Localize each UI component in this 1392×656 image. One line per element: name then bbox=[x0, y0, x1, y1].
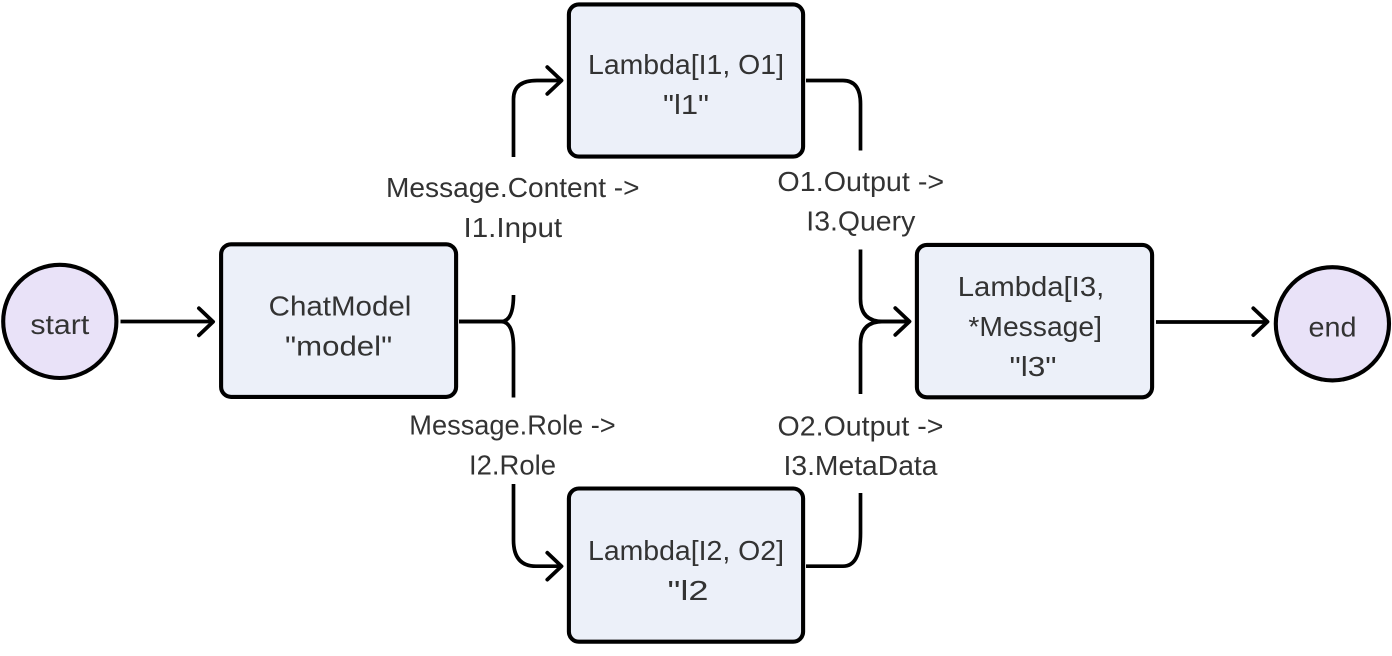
svg-text:"l3": "l3" bbox=[1010, 351, 1057, 382]
svg-text:"l1": "l1" bbox=[663, 89, 709, 120]
svg-text:I1.Input: I1.Input bbox=[464, 212, 563, 243]
svg-text:I3.Query: I3.Query bbox=[806, 206, 915, 237]
svg-text:O2.Output ->: O2.Output -> bbox=[778, 410, 944, 441]
svg-text:Message.Content ->: Message.Content -> bbox=[386, 172, 640, 203]
svg-text:Message.Role ->: Message.Role -> bbox=[409, 409, 615, 440]
svg-text:"model": "model" bbox=[285, 330, 392, 361]
svg-text:Lambda[I3,: Lambda[I3, bbox=[958, 271, 1105, 302]
svg-text:start: start bbox=[30, 309, 89, 340]
svg-text:I3.MetaData: I3.MetaData bbox=[784, 450, 938, 481]
svg-text:end: end bbox=[1309, 312, 1357, 343]
svg-text:O1.Output ->: O1.Output -> bbox=[777, 166, 944, 197]
svg-text:"l2: "l2 bbox=[668, 575, 709, 606]
svg-text:ChatModel: ChatModel bbox=[269, 290, 412, 321]
svg-text:*Message]: *Message] bbox=[968, 311, 1102, 342]
svg-text:Lambda[I2, O2]: Lambda[I2, O2] bbox=[588, 535, 784, 566]
svg-text:I2.Role: I2.Role bbox=[469, 449, 556, 480]
svg-text:Lambda[I1, O1]: Lambda[I1, O1] bbox=[588, 49, 784, 80]
